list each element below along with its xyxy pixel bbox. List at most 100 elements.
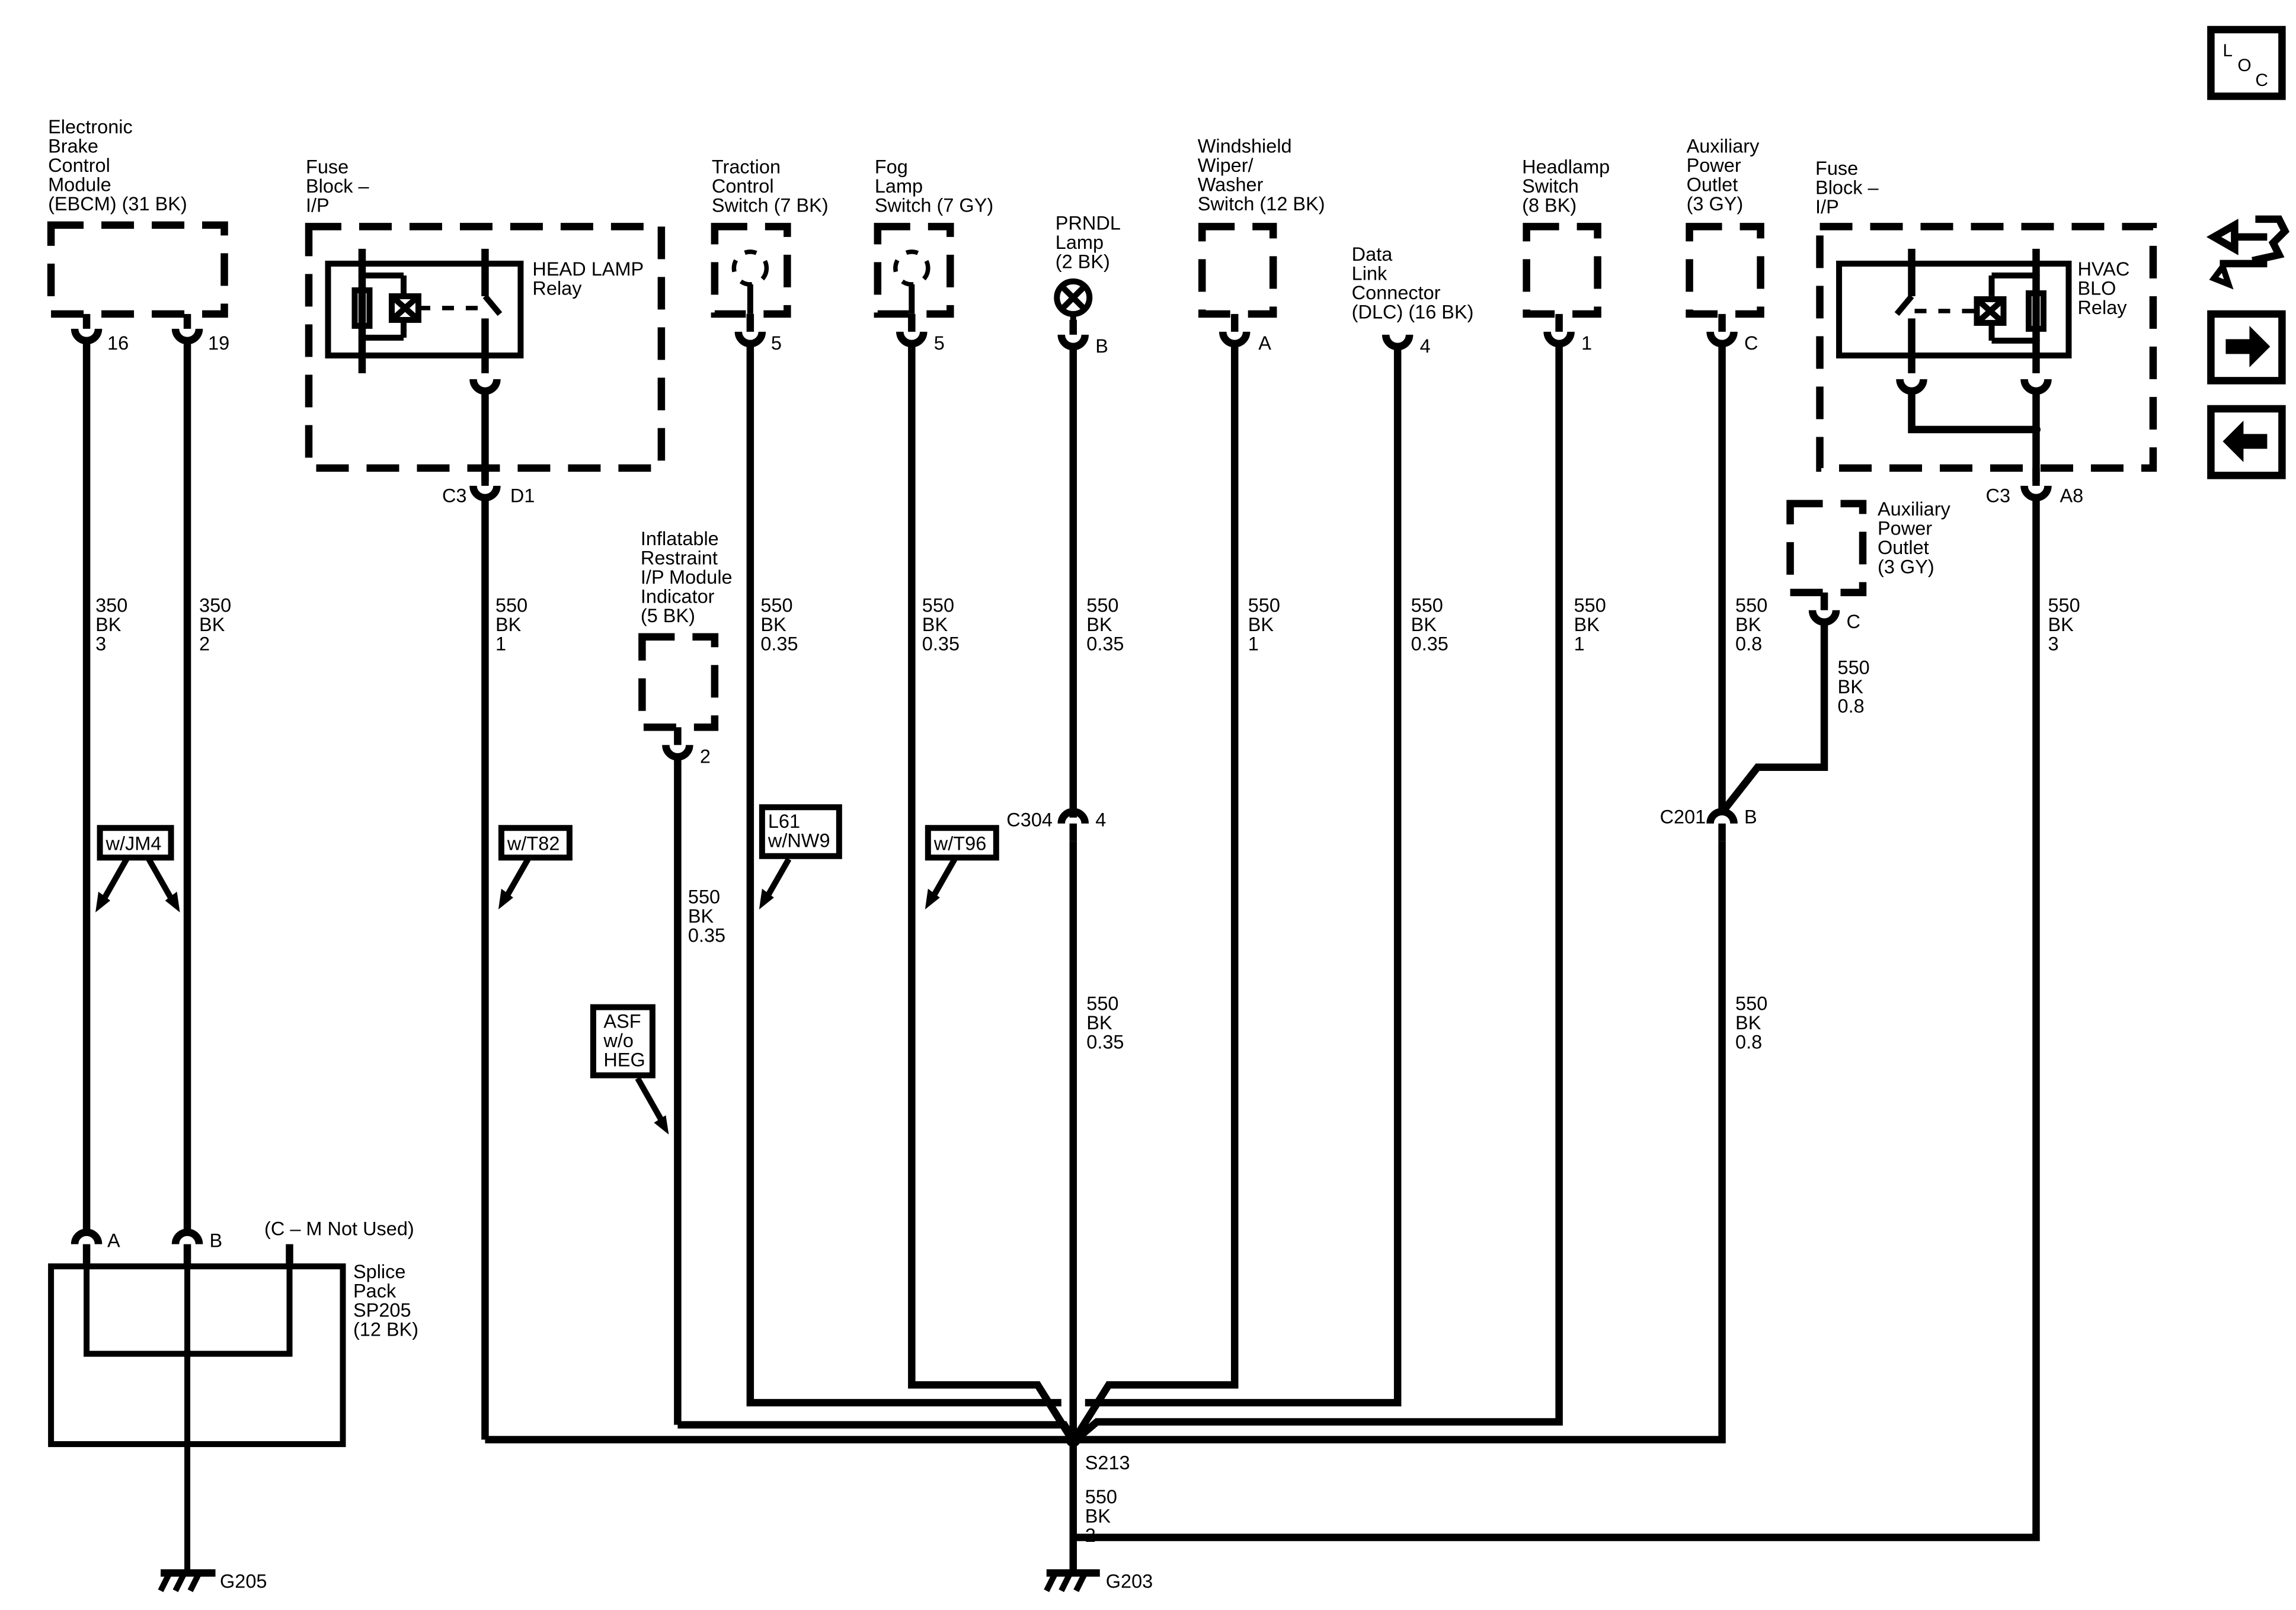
svg-text:w/T96: w/T96 bbox=[933, 833, 986, 854]
svg-text:550: 550 bbox=[1086, 993, 1118, 1014]
svg-text:HEG: HEG bbox=[603, 1049, 645, 1071]
svg-text:BK: BK bbox=[199, 614, 225, 635]
svg-text:(3 GY): (3 GY) bbox=[1687, 193, 1744, 215]
wire-label-350-bk-3: 350 BK 3 bbox=[95, 594, 127, 654]
connector-c3-d1: C3 D1 bbox=[442, 468, 535, 506]
svg-text:BK: BK bbox=[1086, 1012, 1112, 1033]
svg-text:(DLC) (16 BK): (DLC) (16 BK) bbox=[1352, 301, 1474, 322]
option-t82: w/T82 bbox=[498, 825, 573, 910]
svg-text:BK: BK bbox=[1735, 1012, 1761, 1033]
svg-text:1: 1 bbox=[1581, 332, 1592, 354]
svg-text:1: 1 bbox=[1248, 633, 1259, 654]
head-lamp-relay-internals bbox=[351, 248, 503, 395]
splice-pack-not-used: (C – M Not Used) bbox=[264, 1218, 414, 1240]
svg-text:0.35: 0.35 bbox=[1086, 1032, 1124, 1053]
svg-text:2: 2 bbox=[199, 633, 210, 654]
svg-text:19: 19 bbox=[208, 332, 229, 354]
svg-text:Fog: Fog bbox=[875, 156, 908, 177]
svg-text:Block –: Block – bbox=[1815, 177, 1879, 198]
svg-text:Relay: Relay bbox=[532, 277, 582, 299]
svg-text:B: B bbox=[1095, 335, 1108, 357]
ebcm-connector-19: 19 bbox=[171, 313, 229, 354]
svg-text:HVAC: HVAC bbox=[2077, 258, 2129, 280]
svg-text:A: A bbox=[1258, 332, 1271, 354]
svg-text:w/JM4: w/JM4 bbox=[105, 833, 162, 854]
aux-outlet-mid-connector: C bbox=[1808, 592, 1860, 632]
svg-text:C: C bbox=[2255, 71, 2268, 90]
splice-pack-label: Splice Pack SP205 (12 BK) bbox=[353, 1261, 418, 1340]
svg-text:BK: BK bbox=[760, 614, 786, 635]
svg-text:Headlamp: Headlamp bbox=[1522, 156, 1610, 177]
svg-text:Switch (7 BK): Switch (7 BK) bbox=[712, 194, 829, 216]
svg-text:w/NW9: w/NW9 bbox=[768, 830, 830, 852]
svg-text:A: A bbox=[107, 1230, 120, 1251]
headlamp-switch-box bbox=[1523, 223, 1601, 318]
loc-button[interactable]: L O C bbox=[2207, 25, 2286, 100]
svg-text:2: 2 bbox=[700, 745, 711, 767]
svg-text:550: 550 bbox=[2048, 594, 2080, 616]
aux-outlet-top-label: Auxiliary Power Outlet (3 GY) bbox=[1687, 135, 1760, 214]
svg-text:(2 BK): (2 BK) bbox=[1056, 251, 1110, 272]
svg-text:BK: BK bbox=[2048, 614, 2074, 635]
ebcm-label: Electronic Brake Control Module (EBCM) (… bbox=[48, 116, 187, 215]
svg-text:ASF: ASF bbox=[603, 1011, 641, 1032]
svg-text:HEAD LAMP: HEAD LAMP bbox=[532, 258, 644, 280]
wiper-switch-connector: A bbox=[1219, 313, 1271, 354]
next-page-button[interactable] bbox=[2207, 310, 2286, 385]
splice-s213-label: S213 bbox=[1085, 1452, 1130, 1474]
svg-text:Block –: Block – bbox=[306, 175, 369, 197]
svg-text:PRNDL: PRNDL bbox=[1056, 212, 1121, 233]
wire-label-550-bk-035-restraint: 550 BK 0.35 bbox=[688, 886, 725, 946]
ebcm-connector-16: 16 bbox=[71, 313, 129, 354]
fog-lamp-switch-label: Fog Lamp Switch (7 GY) bbox=[875, 156, 993, 216]
wire-label-550-bk-2: 550 BK 2 bbox=[1085, 1486, 1117, 1546]
wire-label-550-bk-1-wiper: 550 BK 1 bbox=[1248, 594, 1280, 654]
svg-text:BK: BK bbox=[95, 614, 121, 635]
wire-label-550-bk-1-a: 550 BK 1 bbox=[495, 594, 527, 654]
svg-text:G203: G203 bbox=[1106, 1571, 1153, 1592]
svg-text:Module: Module bbox=[48, 174, 111, 195]
headlamp-switch-connector: 1 bbox=[1543, 313, 1592, 354]
svg-text:Inflatable: Inflatable bbox=[641, 528, 719, 549]
wire-label-550-bk-1-headlamp: 550 BK 1 bbox=[1574, 594, 1606, 654]
option-t96: w/T96 bbox=[925, 825, 999, 910]
svg-text:G205: G205 bbox=[220, 1571, 267, 1592]
hvac-relay-box bbox=[1836, 260, 2072, 359]
svg-text:0.8: 0.8 bbox=[1735, 633, 1762, 654]
svg-text:Fuse: Fuse bbox=[306, 156, 348, 177]
svg-text:A8: A8 bbox=[2060, 485, 2083, 506]
wire-label-550-bk-08-aux-mid: 550 BK 0.8 bbox=[1838, 657, 1870, 716]
aux-outlet-top-connector: C bbox=[1706, 313, 1758, 354]
svg-text:5: 5 bbox=[771, 332, 782, 354]
svg-text:C304: C304 bbox=[1006, 809, 1053, 831]
svg-text:Lamp: Lamp bbox=[875, 175, 923, 197]
svg-text:B: B bbox=[1744, 806, 1757, 828]
ground-g205: G205 bbox=[158, 1569, 267, 1592]
svg-text:550: 550 bbox=[1838, 657, 1870, 678]
inflatable-restraint-connector: 2 bbox=[662, 727, 711, 767]
svg-text:0.35: 0.35 bbox=[760, 633, 798, 654]
previous-page-button[interactable] bbox=[2207, 405, 2286, 479]
svg-text:550: 550 bbox=[760, 594, 792, 616]
svg-text:Washer: Washer bbox=[1198, 174, 1264, 195]
svg-text:L: L bbox=[2223, 41, 2233, 60]
headlamp-switch-label: Headlamp Switch (8 BK) bbox=[1522, 156, 1610, 216]
svg-text:BK: BK bbox=[1085, 1506, 1111, 1527]
svg-text:BLO: BLO bbox=[2077, 277, 2116, 299]
svg-text:Electronic: Electronic bbox=[48, 116, 133, 137]
svg-text:350: 350 bbox=[95, 594, 127, 616]
svg-text:Switch: Switch bbox=[1522, 175, 1579, 197]
component-locator-icon[interactable] bbox=[2206, 215, 2290, 290]
svg-text:Control: Control bbox=[48, 155, 110, 176]
wire-label-550-bk-035-traction: 550 BK 0.35 bbox=[760, 594, 798, 654]
wire-label-550-bk-08-lower: 550 BK 0.8 bbox=[1735, 993, 1767, 1053]
svg-text:Auxiliary: Auxiliary bbox=[1687, 135, 1760, 156]
traction-switch-label: Traction Control Switch (7 BK) bbox=[712, 156, 829, 216]
prndl-connector: B bbox=[1057, 319, 1108, 357]
svg-text:Outlet: Outlet bbox=[1878, 537, 1929, 558]
aux-outlet-mid-label: Auxiliary Power Outlet (3 GY) bbox=[1878, 498, 1951, 577]
svg-text:5: 5 bbox=[934, 332, 945, 354]
svg-text:3: 3 bbox=[2048, 633, 2058, 654]
svg-text:(12 BK): (12 BK) bbox=[353, 1319, 418, 1340]
